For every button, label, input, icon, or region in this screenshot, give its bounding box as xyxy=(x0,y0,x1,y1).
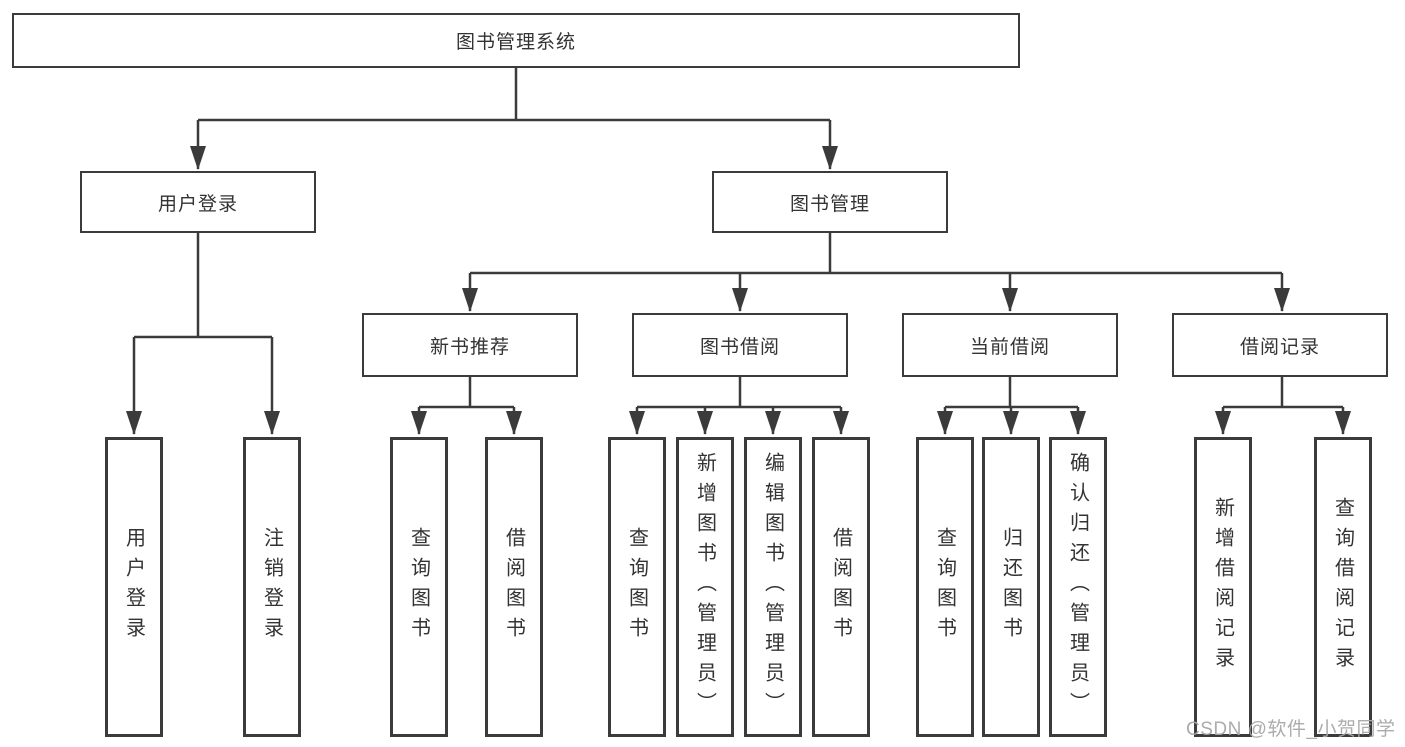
node-leaf-edit-books-admin: 编辑图书（管理员） xyxy=(744,437,802,737)
node-label: 查询图书 xyxy=(407,527,430,647)
node-leaf-query-books-current: 查询图书 xyxy=(916,437,974,737)
csdn-watermark: CSDN @软件_小贺同学 xyxy=(1186,719,1396,740)
node-book-borrow: 图书借阅 xyxy=(632,313,848,377)
node-label: 当前借阅 xyxy=(969,336,1050,358)
node-leaf-add-borrow-record: 新增借阅记录 xyxy=(1194,437,1252,737)
connector-book-borrow-children xyxy=(629,377,849,435)
connector-book-management-to-level2 xyxy=(462,233,1290,312)
node-label: 新增图书（管理员） xyxy=(693,452,716,722)
node-label: 用户登录 xyxy=(157,193,238,215)
node-label: 图书管理 xyxy=(789,193,870,215)
node-label: 查询借阅记录 xyxy=(1331,497,1354,677)
connector-borrow-records-children xyxy=(1215,377,1351,435)
node-leaf-query-borrow-record: 查询借阅记录 xyxy=(1314,437,1372,737)
node-user-login: 用户登录 xyxy=(80,171,316,233)
node-borrow-records: 借阅记录 xyxy=(1172,313,1388,377)
node-label: 归还图书 xyxy=(999,527,1022,647)
node-label: 查询图书 xyxy=(933,527,956,647)
node-label: 借阅记录 xyxy=(1239,336,1320,358)
node-book-management: 图书管理 xyxy=(712,171,948,233)
node-label: 借阅图书 xyxy=(829,527,852,647)
node-leaf-borrow-books: 借阅图书 xyxy=(812,437,870,737)
node-label: 用户登录 xyxy=(122,527,145,647)
node-label: 确认归还（管理员） xyxy=(1066,452,1089,722)
node-label: 查询图书 xyxy=(625,527,648,647)
node-label: 新增借阅记录 xyxy=(1211,497,1234,677)
node-library-management-system: 图书管理系统 xyxy=(12,13,1020,68)
node-label: 注销登录 xyxy=(260,527,283,647)
connector-user-login-children xyxy=(126,233,280,435)
node-label: 编辑图书（管理员） xyxy=(761,452,784,722)
node-leaf-return-books: 归还图书 xyxy=(982,437,1040,737)
node-leaf-query-books-recommend: 查询图书 xyxy=(390,437,448,737)
node-new-book-recommend: 新书推荐 xyxy=(362,313,578,377)
node-leaf-user-login: 用户登录 xyxy=(105,437,163,737)
node-leaf-confirm-return-admin: 确认归还（管理员） xyxy=(1049,437,1107,737)
node-leaf-logout: 注销登录 xyxy=(243,437,301,737)
connector-current-borrow-children xyxy=(937,377,1086,435)
connector-new-book-recommend-children xyxy=(411,377,522,435)
node-leaf-borrow-books-recommend: 借阅图书 xyxy=(485,437,543,737)
node-label: 新书推荐 xyxy=(429,336,510,358)
connector-root-to-level1 xyxy=(190,68,838,170)
node-label: 图书借阅 xyxy=(699,336,780,358)
node-label: 借阅图书 xyxy=(502,527,525,647)
node-label: 图书管理系统 xyxy=(455,32,576,53)
node-current-borrow: 当前借阅 xyxy=(902,313,1118,377)
node-leaf-query-books: 查询图书 xyxy=(608,437,666,737)
node-leaf-add-books-admin: 新增图书（管理员） xyxy=(676,437,734,737)
